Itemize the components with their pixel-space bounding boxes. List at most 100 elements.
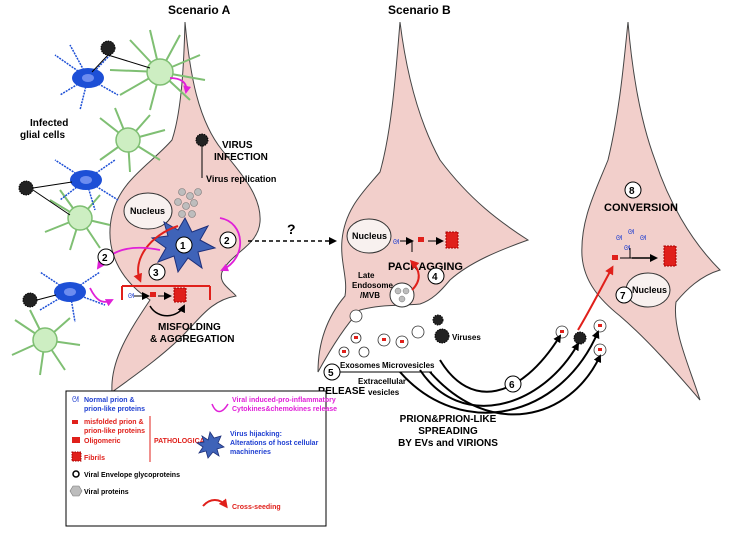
step-3-label: 3	[153, 268, 159, 279]
step-8-label: 8	[629, 186, 635, 197]
packaging-label: PACKAGGING	[388, 261, 463, 273]
virus-icon	[18, 180, 73, 216]
spreading-label-3: BY EVs and VIRIONS	[398, 438, 498, 449]
prion-pathway-b: ᘛ	[393, 231, 459, 252]
microglia-mid	[54, 159, 119, 211]
nucleus-b-label: Nucleus	[352, 231, 387, 241]
oligomer-icon	[72, 437, 80, 443]
misfolding-label: MISFOLDING	[158, 322, 221, 333]
extracellular-label-2: vesicles	[368, 388, 400, 397]
legend-misfolded: misfolded prion &	[84, 419, 144, 426]
step-6-badge	[504, 375, 522, 393]
cross-seeding-arrow	[577, 265, 614, 331]
step-8-badge	[624, 181, 642, 199]
astrocyte-bottom	[11, 309, 81, 376]
legend-hijack: Virus hijacking:	[230, 431, 282, 438]
virus-icon	[432, 314, 450, 344]
svg-text:ᘛ: ᘛ	[624, 244, 630, 252]
neuron-c-body	[581, 21, 721, 401]
release-label: RELEASE	[318, 386, 366, 397]
astrocyte-top	[109, 29, 206, 111]
legend-pathological: PATHOLOGICAL	[154, 438, 210, 445]
cytokine-arrow	[219, 217, 242, 272]
step-7-badge	[615, 286, 633, 304]
step-1-label: 1	[180, 241, 186, 252]
astrocyte-left	[44, 189, 111, 251]
legend-oligomeric: Oligomeric	[84, 438, 121, 445]
cytokine-icon	[211, 403, 229, 413]
svg-text:ᘛ: ᘛ	[628, 228, 634, 236]
microglia-top	[54, 44, 119, 111]
neuron-b-body	[317, 21, 530, 373]
step-6-label: 6	[509, 380, 515, 391]
legend-normal: Normal prion &	[84, 397, 135, 404]
legend-misfolded-2: prion-like proteins	[84, 428, 145, 435]
nucleus-b	[346, 218, 392, 254]
step-5-badge	[323, 363, 341, 381]
vesicle-cargo	[342, 336, 404, 353]
legend-cross-seeding: Cross-seeding	[232, 504, 281, 511]
svg-text:ᘛ: ᘛ	[393, 238, 399, 246]
question-mark: ?	[287, 221, 296, 237]
cytokine-arrow	[89, 287, 114, 307]
legend-envelope: Viral Envelope glycoproteins	[84, 472, 180, 479]
spreading-label-2: SPREADING	[418, 426, 478, 437]
step-1-badge	[175, 236, 193, 254]
legend-hijack-2: Alterations of host cellular	[230, 440, 319, 447]
late-endosome-label-2: Endosome	[352, 281, 393, 290]
virus-replication-label: Virus replication	[206, 174, 276, 184]
packaging-arrow	[409, 259, 420, 291]
normal-prion-icon: ᘛ	[72, 395, 79, 404]
viral-protein-icon	[69, 485, 83, 497]
viruses-label: Viruses	[452, 333, 481, 342]
step-2-badge-left	[97, 248, 115, 266]
step-4-label: 4	[432, 272, 438, 283]
step-2-label-right: 2	[224, 236, 230, 247]
cytokine-arrow	[169, 77, 192, 94]
svg-text:ᘛ: ᘛ	[128, 292, 134, 300]
prion-conversion-c: ᘛ ᘛ ᘛ ᘛ	[612, 228, 677, 267]
late-endosome-label-3: /MVB	[360, 291, 380, 300]
nucleus-c-label: Nucleus	[632, 285, 667, 295]
step-4-badge	[427, 267, 445, 285]
spreading-arrows	[399, 330, 602, 416]
scenario-b-title: Scenario B	[388, 3, 451, 17]
virus-icon	[195, 133, 209, 147]
virus-infection-label-2: INFECTION	[214, 152, 268, 163]
legend-normal-2: prion-like proteins	[84, 406, 145, 413]
astrocyte-mid	[99, 107, 166, 173]
microvesicles	[377, 325, 425, 349]
nucleus-a-label: Nucleus	[130, 206, 165, 216]
spreading-label: PRION&PRION-LIKE	[400, 414, 497, 425]
legend-viral-proteins: Viral proteins	[84, 489, 129, 496]
virus-infection-label: VIRUS	[222, 140, 253, 151]
late-endosome	[389, 282, 415, 308]
conversion-label: CONVERSION	[604, 202, 678, 214]
nucleus-a	[123, 192, 173, 230]
infected-glial-label: Infected	[30, 118, 68, 129]
step-2-badge-right	[219, 231, 237, 249]
legend-cytokines: Viral induced-pro-inflammatory	[232, 397, 336, 404]
step-3-badge	[148, 263, 166, 281]
misfolding-label-2: & AGGREGATION	[150, 334, 234, 345]
virus-icon	[91, 40, 151, 73]
svg-text:ᘛ: ᘛ	[640, 234, 646, 242]
infected-glial-label-2: glial cells	[20, 130, 65, 141]
scenario-a-title: Scenario A	[168, 3, 231, 17]
step-5-label: 5	[328, 368, 334, 379]
legend-hijack-3: machineries	[230, 449, 271, 456]
virus-hijacking-icon	[195, 431, 225, 459]
microvesicles-label: Microvesicles	[382, 361, 435, 370]
extracellular-label: Extracellular	[358, 377, 406, 386]
envelope-glycoprotein-icon	[72, 470, 80, 478]
misfolded-prion-icon	[72, 420, 78, 424]
legend-cytokines-2: Cytokines&chemokines release	[232, 406, 337, 413]
prion-aggregation-a: ᘛ	[128, 287, 187, 317]
late-endosome-label: Late	[358, 271, 375, 280]
step-2-label-left: 2	[102, 253, 108, 264]
legend-box	[65, 390, 327, 527]
microglia-bottom	[39, 271, 106, 323]
svg-text:ᘛ: ᘛ	[616, 234, 622, 242]
